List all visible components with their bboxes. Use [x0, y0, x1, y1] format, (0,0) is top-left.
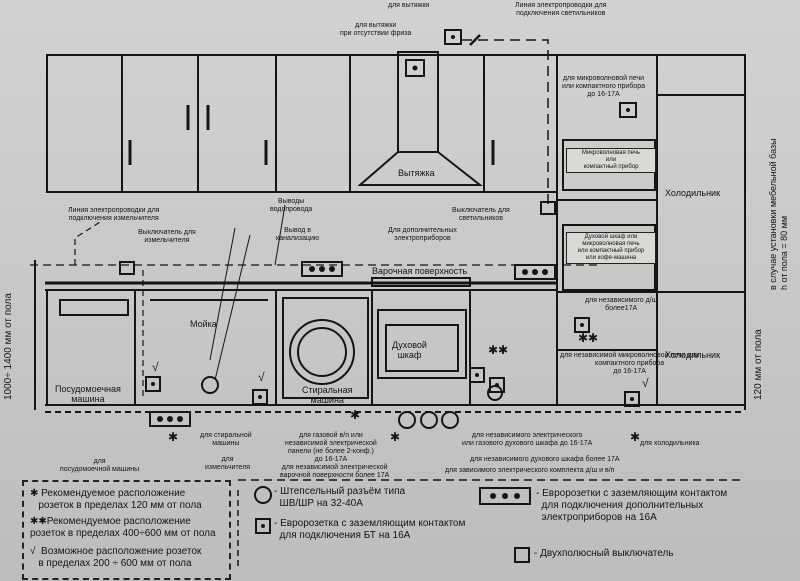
label-fridge-socket: для холодильника — [640, 440, 700, 447]
mark-double-star-right: ✱✱ — [578, 331, 599, 345]
legend-switch-text: - Двухполюсный выключатель — [534, 548, 674, 559]
mark-star-fridge: ✱ — [630, 430, 641, 444]
label-height-left: 1000÷ 1400 мм от пола — [3, 293, 14, 400]
wiring-lights — [462, 39, 549, 205]
label-dishwasher: Посудомоечная машина — [55, 384, 121, 404]
label-mikro-compact: для микроволновой печи или компактного п… — [562, 75, 646, 98]
label-indep-oven-gas: для независимого электрического или газо… — [462, 432, 593, 447]
legend-mark-star: ✱ Рекомендуемое расположение розеток в п… — [30, 488, 202, 511]
mark-star-oven: ✱ — [390, 430, 401, 444]
socket-oven-double — [469, 367, 485, 383]
socket-fridge — [624, 391, 640, 407]
hood-duct — [397, 51, 439, 153]
label-dish-socket: для посудомоечной машины — [60, 458, 140, 473]
legend-euro-icon — [255, 518, 271, 534]
label-izm-socket: для измельчителя — [205, 456, 251, 471]
socket-indep-d — [574, 317, 590, 333]
mark-double-star-oven: ✱✱ — [488, 343, 509, 357]
label-indep-d: для независимого д/ш более17А — [585, 297, 658, 312]
plug-connector-1 — [398, 411, 416, 429]
label-microwave-box: Микроволновая печь или компактный прибор — [566, 148, 656, 173]
upper-cabinet-row — [46, 54, 558, 193]
socket-dishwasher-check — [145, 376, 161, 392]
socket-washer-check — [252, 389, 268, 405]
label-svetilniki-line: Линия электропроводки для подключения св… — [515, 2, 607, 17]
label-vytyazhka-top: для вытяжки — [388, 2, 430, 9]
legend-plug-text: - Штепсельный разъём типа ШВ/ШР на 32-40… — [274, 486, 406, 509]
legend-plug-icon — [254, 486, 272, 504]
mark-check-fridge: √ — [642, 376, 649, 390]
socket-microwave — [619, 102, 637, 118]
oven — [377, 309, 467, 379]
label-vodoprovod: Выводы водопровода — [270, 198, 313, 213]
socket-hood-top — [444, 29, 462, 45]
triple-socket-right — [514, 264, 556, 280]
label-fridge-bottom: Холодильник — [665, 350, 721, 360]
switch-shredder — [119, 261, 135, 275]
label-indep-hob: для независимой электрической варочной п… — [280, 464, 390, 479]
legend-triple-text: - Евророзетки с заземляющим контактом дл… — [536, 488, 728, 523]
label-oven: Духовой шкаф — [392, 340, 427, 360]
hob-plate — [371, 277, 471, 287]
label-kanalizacia: Вывод в канализацию — [276, 227, 320, 242]
hood-shape — [357, 151, 483, 186]
label-height-right: 120 мм от пола — [753, 329, 764, 400]
triple-socket-left — [301, 261, 343, 277]
label-vytyazhka-no-friz: для вытяжки при отсутствии фриза — [340, 22, 412, 37]
label-svet-switch: Выключатель для светильников — [452, 207, 510, 222]
label-izmelchitel-switch: Выключатель для измельчителя — [138, 229, 196, 244]
label-oven-panel: Духовой шкаф или микроволновая печь или … — [566, 232, 656, 264]
mark-star-dish: ✱ — [168, 430, 179, 444]
label-hood: Вытяжка — [398, 168, 435, 178]
mark-check-dish: √ — [152, 360, 159, 374]
label-indep-micro: для независимой микроволновой печи или к… — [560, 352, 700, 375]
legend-euro-text: - Евророзетка с заземляющим контактом дл… — [274, 518, 466, 541]
legend-triple-icon — [479, 487, 531, 505]
label-washer-socket: для стиральной машины — [200, 432, 252, 447]
mark-check-washer: √ — [258, 370, 265, 384]
socket-hood — [405, 59, 425, 77]
washing-machine — [282, 297, 369, 399]
label-washer: Стиральная машина — [302, 385, 353, 405]
legend-mark-double-star: ✱✱Рекомендуемое расположение розеток в п… — [30, 516, 216, 539]
triple-socket-bottom — [149, 411, 191, 427]
drain-outlet — [201, 376, 219, 394]
legend-mark-check: √ Возможное расположение розеток в преде… — [30, 546, 202, 569]
legend-box-marks — [22, 480, 231, 580]
washer-drum — [289, 319, 355, 385]
label-komplekt: для зависимого электрического комплекта … — [445, 467, 615, 474]
label-base-right: в случае установки мебельной базы h от п… — [768, 138, 789, 290]
label-gas-socket: для газовой в/п или независимой электрич… — [285, 432, 377, 463]
label-indep-oven-17: для независимого духового шкафа более 17… — [470, 456, 620, 463]
label-sink: Мойка — [190, 319, 217, 329]
label-hob: Варочная поверхность — [372, 266, 468, 276]
legend-switch-icon — [514, 547, 530, 563]
switch-lights — [540, 201, 556, 215]
mark-star-washer: ✱ — [350, 408, 361, 422]
label-dop-pribory: Для дополнительных электроприборов — [388, 227, 457, 242]
label-izmelchitel-line: Линия электропроводки для подключения из… — [68, 207, 160, 222]
label-fridge-top: Холодильник — [665, 188, 721, 198]
